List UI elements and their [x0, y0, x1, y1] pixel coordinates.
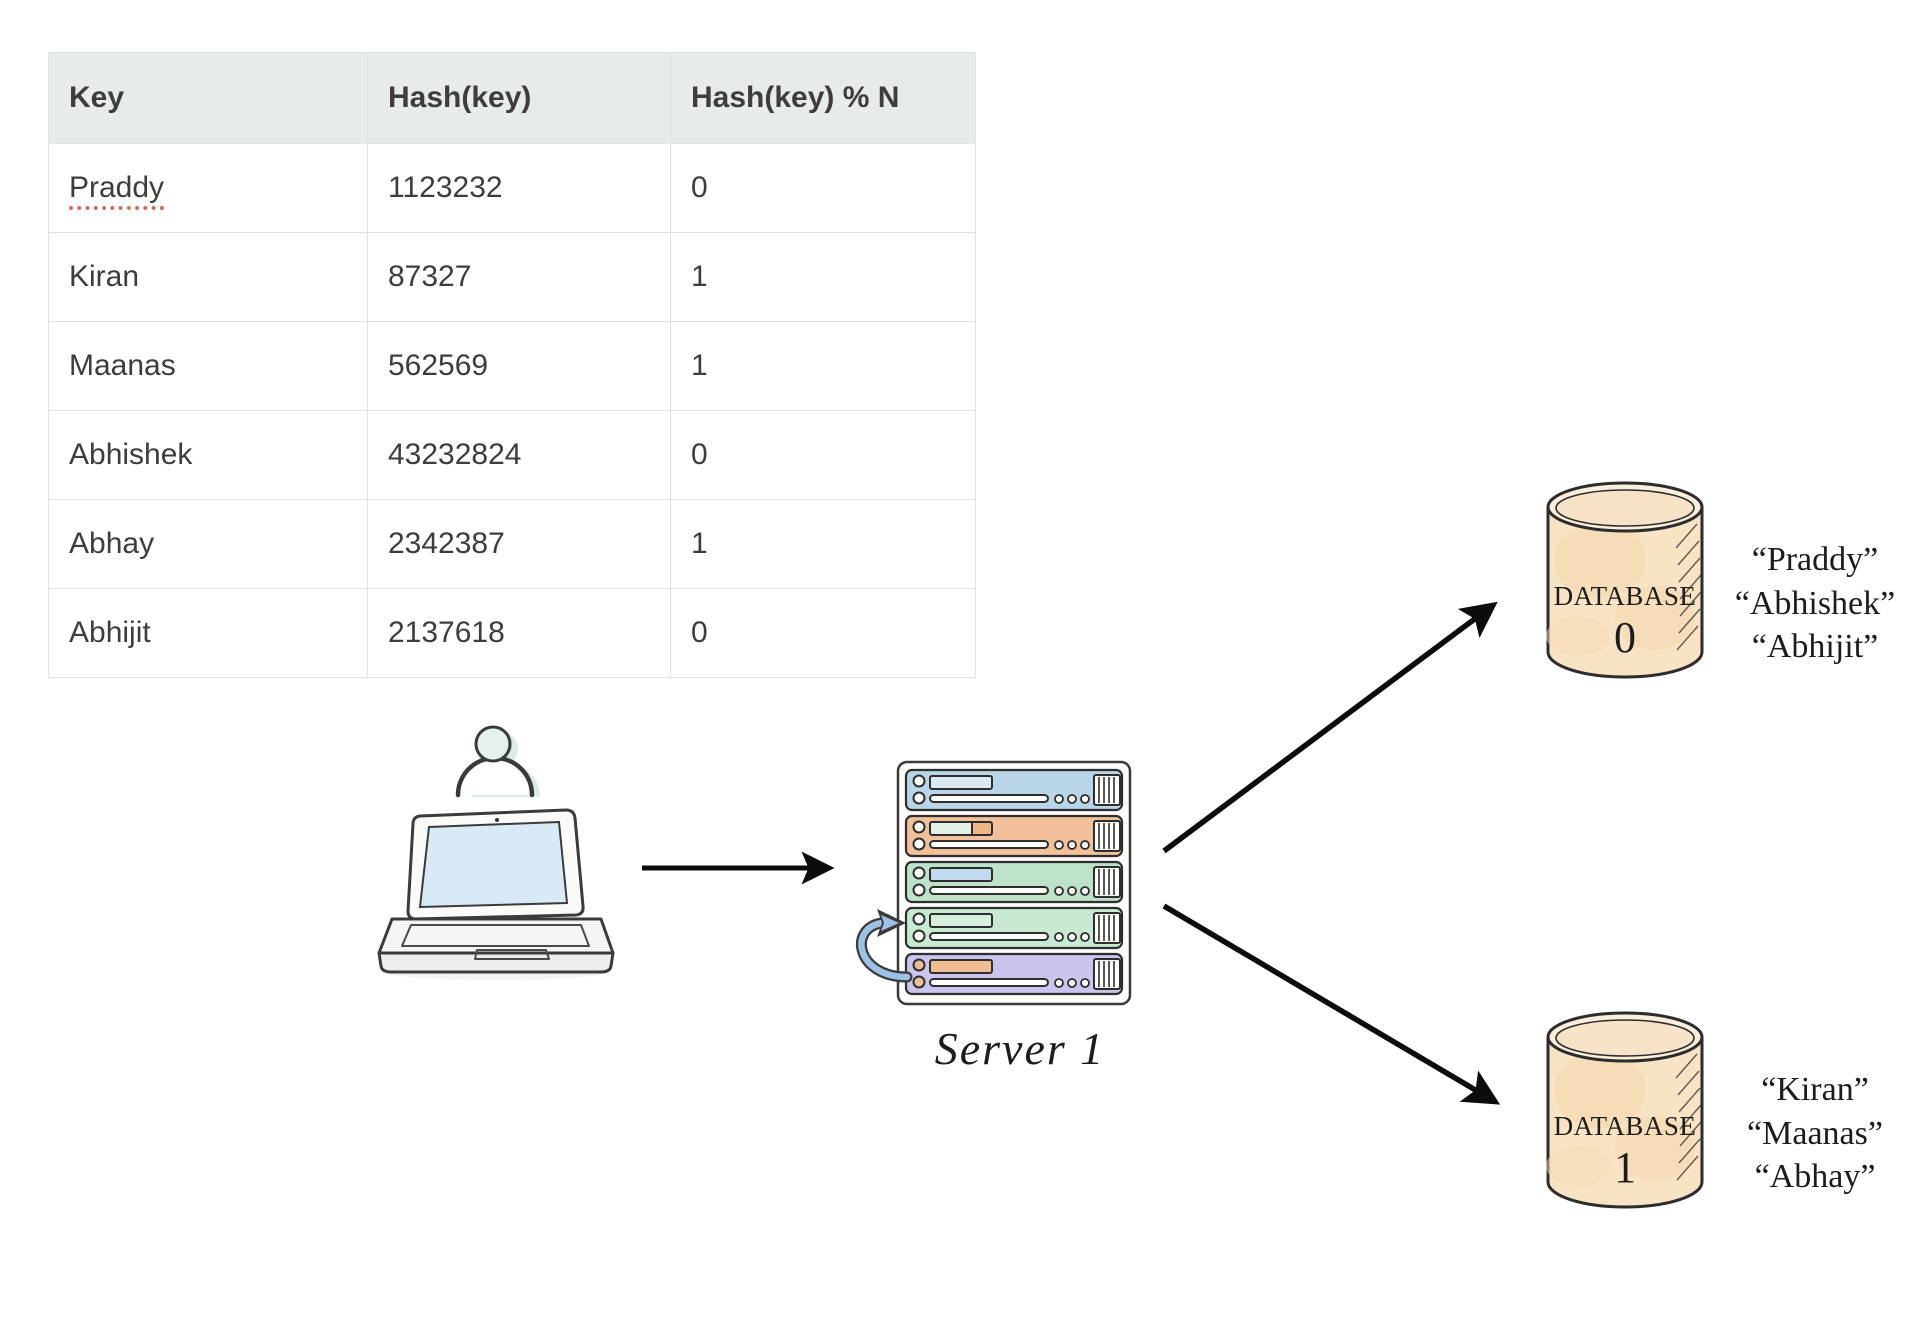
user-icon	[455, 725, 540, 798]
stored-key: “Maanas”	[1747, 1114, 1883, 1152]
cell-mod: 1	[670, 232, 976, 322]
table-header-row: Key Hash(key) Hash(key) % N	[48, 52, 976, 144]
laptop-icon	[377, 808, 615, 980]
server-label: Server 1	[934, 1023, 1106, 1074]
stored-key: “Abhijit”	[1751, 628, 1879, 666]
cell-hash: 2137618	[367, 588, 671, 678]
cell-key: Abhishek	[48, 410, 368, 500]
keyboard-area	[401, 924, 590, 947]
refresh-loop-icon	[855, 909, 913, 983]
table-row: Abhijit 2137618 0	[48, 588, 976, 678]
cell-mod: 0	[670, 588, 976, 678]
cell-key: Kiran	[48, 232, 368, 322]
arrow-server-to-database-0	[1162, 601, 1498, 854]
stored-key: “Abhishek”	[1734, 584, 1896, 622]
cell-mod: 0	[670, 143, 976, 233]
cell-hash: 43232824	[367, 410, 671, 500]
database-number: 0	[1614, 612, 1636, 662]
trackpad	[474, 949, 550, 960]
cell-key: Abhay	[48, 499, 368, 589]
hash-table: Key Hash(key) Hash(key) % N Praddy 11232…	[48, 52, 976, 678]
database-0-keys: “Praddy” “Abhishek” “Abhijit”	[1708, 538, 1920, 669]
cell-key: Praddy	[48, 143, 368, 233]
cell-mod: 1	[670, 499, 976, 589]
server-rack-row	[904, 768, 1124, 812]
server-rack-row	[904, 906, 1124, 950]
col-header-hash: Hash(key)	[367, 52, 671, 144]
cell-hash: 562569	[367, 321, 671, 411]
cell-mod: 0	[670, 410, 976, 500]
stored-key: “Praddy”	[1751, 541, 1879, 578]
cell-key: Maanas	[48, 321, 368, 411]
cell-hash: 2342387	[367, 499, 671, 589]
server-rack-icon	[896, 760, 1132, 1006]
table-row: Praddy 1123232 0	[48, 143, 976, 233]
cell-mod: 1	[670, 321, 976, 411]
table-row: Kiran 87327 1	[48, 232, 976, 322]
table-row: Abhay 2342387 1	[48, 499, 976, 589]
cell-hash: 1123232	[367, 143, 671, 233]
table-row: Abhishek 43232824 0	[48, 410, 976, 500]
arrow-server-to-database-1	[1162, 903, 1501, 1105]
stored-key: “Abhay”	[1754, 1158, 1876, 1196]
database-word: DATABASE	[1553, 1111, 1697, 1141]
webcam-dot	[495, 818, 499, 822]
server-rack-row	[904, 860, 1124, 904]
database-1-label: DATABASE 1	[1548, 1111, 1702, 1192]
database-number: 1	[1614, 1142, 1636, 1192]
col-header-key: Key	[48, 52, 368, 144]
stored-key: “Kiran”	[1761, 1071, 1869, 1108]
database-0-label: DATABASE 0	[1548, 581, 1702, 662]
cell-key: Abhijit	[48, 588, 368, 678]
server-rack-row	[904, 952, 1124, 996]
table-row: Maanas 562569 1	[48, 321, 976, 411]
database-word: DATABASE	[1553, 581, 1697, 611]
database-1-keys: “Kiran” “Maanas” “Abhay”	[1708, 1068, 1920, 1199]
server-rack-row	[904, 814, 1124, 858]
misspelled-word: Praddy	[69, 171, 165, 204]
